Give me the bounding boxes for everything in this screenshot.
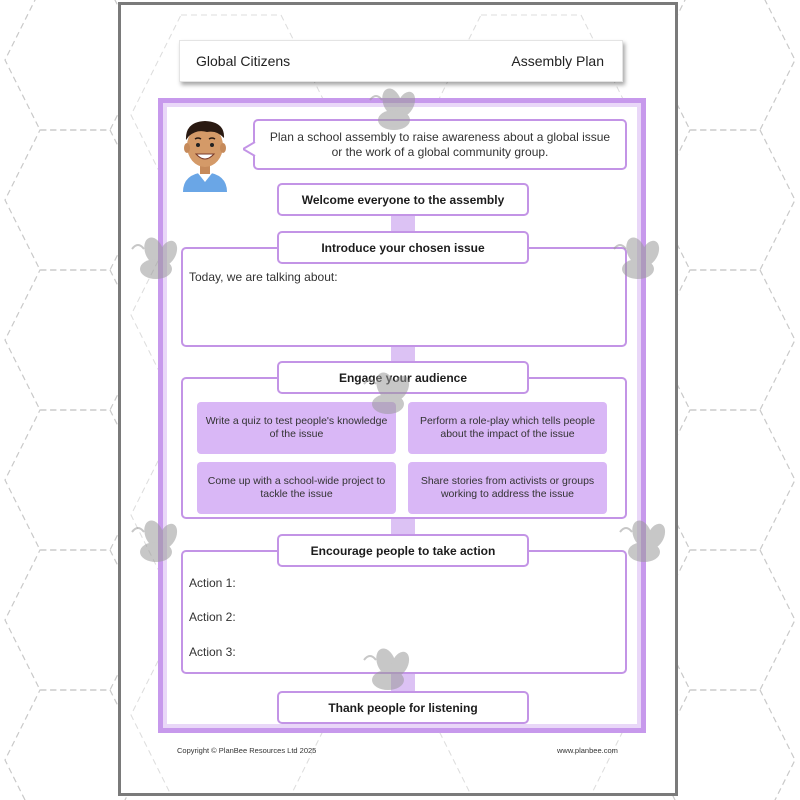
thank-box: Thank people for listening xyxy=(277,691,529,724)
header-left-title: Global Citizens xyxy=(196,53,291,69)
speech-bubble-tail xyxy=(243,142,256,156)
connector xyxy=(391,345,415,361)
bee-icon xyxy=(619,520,666,562)
worksheet-header: Global Citizens Assembly Plan xyxy=(179,40,623,82)
introduce-label: Introduce your chosen issue xyxy=(321,240,485,255)
connector xyxy=(391,517,415,537)
intro-text: Plan a school assembly to raise awarenes… xyxy=(269,129,611,159)
introduce-title-box: Introduce your chosen issue xyxy=(277,231,529,264)
introduce-prompt: Today, we are talking about: xyxy=(189,270,338,284)
welcome-label: Welcome everyone to the assembly xyxy=(301,192,505,207)
engage-option-role-play: Perform a role-play which tells people a… xyxy=(408,402,607,454)
engage-option-stories: Share stories from activists or groups w… xyxy=(408,462,607,514)
engage-option-project: Come up with a school-wide project to ta… xyxy=(197,462,396,514)
action-3-label: Action 3: xyxy=(189,645,236,659)
worksheet-page: Global Citizens Assembly Plan Plan a sch… xyxy=(118,2,678,796)
bee-icon xyxy=(363,648,410,690)
bee-icon xyxy=(363,372,410,414)
bee-icon xyxy=(369,88,416,130)
action-1-label: Action 1: xyxy=(189,576,236,590)
header-right-title: Assembly Plan xyxy=(511,53,604,69)
encourage-label: Encourage people to take action xyxy=(310,543,496,558)
engage-option-quiz: Write a quiz to test people's knowledge … xyxy=(197,402,396,454)
bee-icon xyxy=(131,237,178,279)
intro-speech-bubble: Plan a school assembly to raise awarenes… xyxy=(253,119,627,170)
welcome-box: Welcome everyone to the assembly xyxy=(277,183,529,216)
copyright-text: Copyright © PlanBee Resources Ltd 2025 xyxy=(177,746,317,755)
thank-label: Thank people for listening xyxy=(328,700,478,715)
boy-avatar-icon xyxy=(183,121,227,192)
connector xyxy=(391,214,415,234)
encourage-title-box: Encourage people to take action xyxy=(277,534,529,567)
website-text: www.planbee.com xyxy=(557,746,618,755)
bee-icon xyxy=(131,520,178,562)
bee-icon xyxy=(613,237,660,279)
action-2-label: Action 2: xyxy=(189,610,236,624)
